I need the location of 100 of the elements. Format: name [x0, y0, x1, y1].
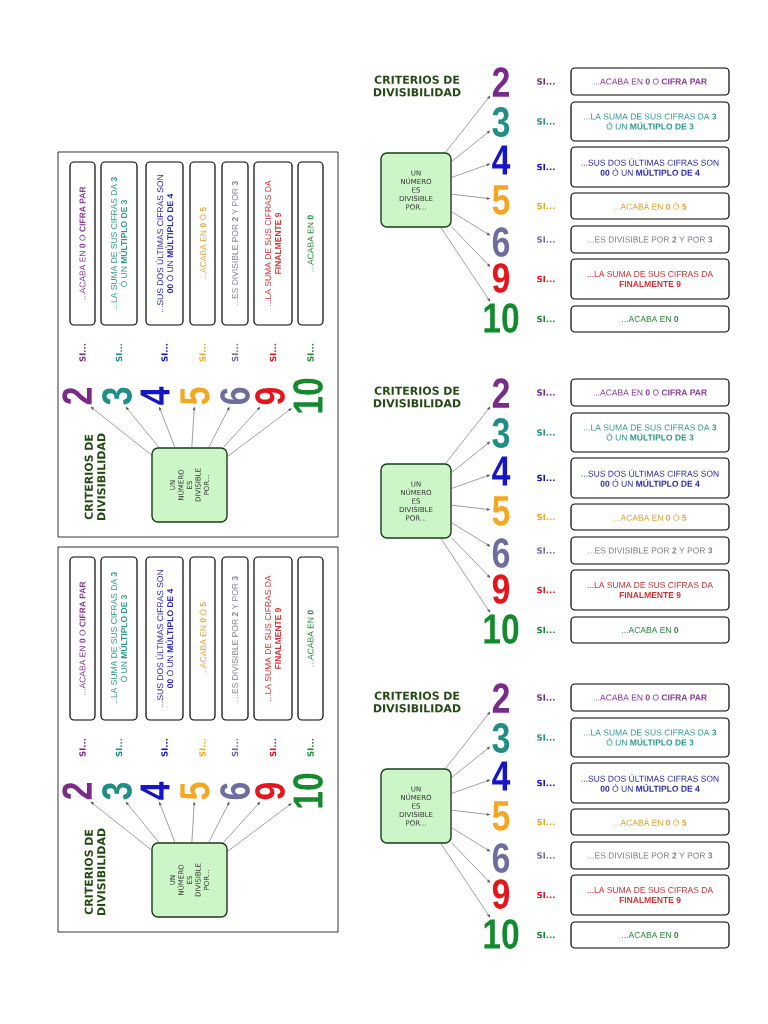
arrow: [451, 441, 491, 473]
condition-text: SI...: [537, 474, 555, 482]
arrow: [208, 802, 230, 843]
condition-text: SI...: [537, 202, 555, 210]
heading-text: CRITERIOS DE DIVISIBILIDAD: [84, 433, 106, 521]
arrow: [440, 843, 491, 918]
condition-text: SI...: [115, 738, 123, 757]
condition-text: SI...: [161, 343, 168, 362]
condition-text: SI...: [537, 275, 555, 283]
number-text: 3: [102, 387, 132, 405]
number-text: 4: [492, 761, 511, 791]
heading-text: CRITERIOS DE DIVISIBILIDAD: [84, 828, 106, 916]
arrow: [191, 407, 196, 448]
arrow: [451, 842, 491, 883]
number-text: 5: [492, 801, 510, 831]
number-text: 2: [492, 378, 509, 408]
arrow: [90, 406, 152, 456]
heading-text: CRITERIOS DE DIVISIBILIDAD: [373, 75, 461, 97]
condition-text: SI...: [537, 547, 555, 554]
condition-text: SI...: [537, 734, 555, 741]
condition-text: SI...: [537, 818, 555, 826]
condition-text: SI...: [537, 315, 555, 323]
arrow: [445, 406, 491, 464]
arrow: [451, 226, 491, 267]
arrow: [125, 406, 160, 448]
arrow: [445, 711, 491, 769]
arrow: [451, 163, 490, 178]
number-text: 5: [492, 185, 510, 215]
condition-text: SI...: [199, 738, 206, 757]
arrow: [223, 801, 261, 843]
arrow: [208, 407, 230, 448]
number-text: 5: [492, 496, 510, 526]
arrow: [90, 801, 152, 851]
number-text: 3: [102, 782, 132, 800]
condition-text: SI...: [537, 118, 555, 125]
heading-text: CRITERIOS DE DIVISIBILIDAD: [373, 691, 461, 713]
condition-text: SI...: [537, 513, 555, 521]
arrow: [227, 408, 292, 457]
condition-text: SI...: [537, 626, 555, 634]
arrow: [451, 130, 491, 162]
number-text: 10: [484, 614, 519, 644]
condition-text: SI...: [537, 931, 555, 939]
number-text: 4: [140, 386, 170, 405]
number-text: 9: [492, 574, 510, 604]
number-text: 10: [293, 378, 323, 413]
number-text: 4: [492, 456, 511, 486]
number-text: 9: [492, 263, 510, 293]
arrow: [440, 538, 491, 613]
condition-text: SI...: [537, 852, 555, 859]
number-text: 2: [492, 683, 509, 713]
arrow: [451, 746, 491, 778]
number-text: 4: [140, 781, 170, 800]
condition-text: SI...: [199, 343, 206, 362]
number-text: 5: [180, 782, 210, 800]
condition-text: SI...: [537, 779, 555, 787]
arrow: [227, 803, 292, 852]
condition-text: SI...: [269, 738, 277, 757]
number-text: 6: [220, 387, 250, 405]
condition-text: SI...: [537, 694, 555, 701]
number-text: 2: [62, 388, 92, 405]
number-text: 6: [492, 843, 510, 873]
arrow: [451, 522, 491, 547]
arrow: [440, 227, 491, 302]
condition-text: SI...: [307, 738, 314, 757]
number-text: 4: [492, 145, 511, 175]
number-text: 6: [492, 227, 510, 257]
number-text: 9: [255, 782, 285, 800]
condition-text: SI...: [231, 738, 239, 757]
arrow: [125, 801, 160, 843]
condition-text: SI...: [79, 343, 86, 362]
heading-text: CRITERIOS DE DIVISIBILIDAD: [373, 386, 461, 408]
arrow: [159, 407, 176, 448]
number-text: 6: [492, 538, 510, 568]
number-text: 2: [492, 67, 509, 97]
number-text: 9: [492, 879, 510, 909]
arrow: [451, 211, 491, 236]
condition-text: SI...: [231, 343, 239, 362]
number-text: 2: [62, 783, 92, 800]
number-text: 5: [180, 387, 210, 405]
number-text: 10: [293, 773, 323, 808]
condition-text: SI...: [269, 343, 277, 362]
arrow: [451, 193, 490, 200]
condition-text: SI...: [537, 78, 555, 85]
condition-text: SI...: [161, 738, 168, 757]
condition-text: SI...: [537, 163, 555, 171]
number-text: 3: [492, 723, 510, 753]
condition-text: SI...: [115, 343, 123, 362]
number-text: 9: [255, 387, 285, 405]
arrow: [451, 504, 490, 511]
arrow: [451, 474, 490, 489]
condition-text: SI...: [537, 429, 555, 436]
arrow: [223, 406, 261, 448]
number-text: 3: [492, 418, 510, 448]
arrow: [191, 802, 196, 843]
condition-text: SI...: [537, 236, 555, 243]
arrow: [445, 95, 491, 153]
arrow: [159, 802, 176, 843]
arrow: [451, 779, 490, 794]
condition-text: SI...: [79, 738, 86, 757]
condition-text: SI...: [537, 586, 555, 594]
